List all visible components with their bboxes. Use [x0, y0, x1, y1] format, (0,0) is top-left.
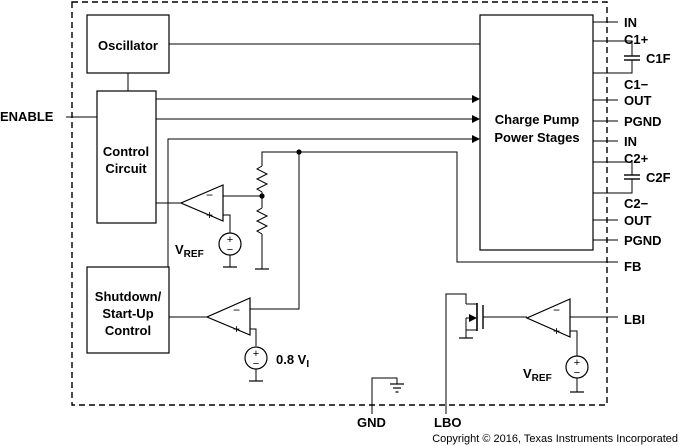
resistor-top [255, 165, 269, 193]
vref-upper-label: VREF [175, 242, 204, 260]
pin-c1f-label: C1F [646, 51, 671, 66]
pin-out-bottom-label: OUT [624, 213, 652, 228]
fb-wire [261, 151, 618, 263]
device-boundary [71, 1, 608, 406]
resistor-bottom [255, 207, 269, 235]
comparator-upper-minus: − [206, 188, 213, 202]
charge-pump-label-1: Charge Pump [495, 112, 580, 127]
pin-gnd-label: GND [357, 415, 386, 430]
shutdown-label-2: Start-Up [102, 306, 153, 321]
vi-source-minus: − [253, 358, 259, 370]
control-circuit-block [96, 90, 157, 224]
vref-source-lbi-minus: − [574, 367, 580, 379]
charge-pump-block [479, 14, 594, 251]
comparator-lower-minus: − [233, 303, 240, 317]
vref-lbi-label: VREF [523, 366, 552, 384]
pin-c1minus-label: C1− [624, 77, 649, 92]
comparator-lower-plus-wire [250, 328, 257, 346]
comparator-lower-minus-wire [250, 152, 300, 310]
comparator-lbi-plus: + [553, 324, 560, 338]
comparator-lower [205, 297, 251, 336]
vref-source-lbi-plus: + [574, 357, 580, 369]
gnd-symbol [390, 383, 404, 393]
pin-out-top-label: OUT [624, 93, 652, 108]
shutdown-label-1: Shutdown/ [95, 289, 162, 304]
c2f-capacitor [607, 161, 640, 194]
oscillator-block [86, 14, 170, 74]
charge-pump-label-2: Power Stages [494, 130, 579, 145]
pin-lbo-label: LBO [434, 415, 461, 430]
pin-pgnd-top-label: PGND [624, 114, 662, 129]
pin-c1plus-label: C1+ [624, 32, 649, 47]
pin-in-mid-label: IN [624, 134, 637, 149]
pin-c2f-label: C2F [646, 170, 671, 185]
pin-fb-label: FB [624, 259, 641, 274]
shutdown-label-3: Control [105, 323, 151, 338]
comparator-upper-plus-wire [223, 214, 231, 233]
oscillator-label: Oscillator [98, 38, 158, 53]
comparator-lower-plus: + [233, 322, 240, 336]
lbo-wire [445, 293, 467, 414]
control-circuit-label-2: Circuit [105, 161, 147, 176]
vi-source-plus: + [253, 348, 259, 360]
pin-lbi-label: LBI [624, 312, 645, 327]
vref-source-upper-minus: − [227, 244, 233, 256]
shutdown-block [86, 266, 170, 354]
comparator-upper-plus: + [206, 208, 213, 222]
comparator-lbi [525, 298, 571, 338]
pin-enable-label: ENABLE [0, 109, 54, 124]
gnd-wire [371, 377, 398, 405]
comparator-upper [179, 184, 224, 222]
comparator-lbi-minus: − [553, 303, 560, 317]
pin-pgnd-bottom-label: PGND [624, 233, 662, 248]
vref-source-upper-plus: + [227, 234, 233, 246]
pin-c2plus-label: C2+ [624, 151, 649, 166]
pin-c2minus-label: C2− [624, 196, 649, 211]
comparator-lbi-plus-wire [570, 330, 578, 356]
pin-in-top-label: IN [624, 15, 637, 30]
vi-source-label: 0.8 VI [276, 352, 309, 370]
lbo-transistor [459, 303, 527, 339]
c1f-capacitor [607, 40, 640, 74]
copyright-text: Copyright © 2016, Texas Instruments Inco… [432, 433, 678, 445]
control-circuit-label-1: Control [103, 144, 149, 159]
shutdown-arrow-wire [167, 135, 480, 267]
